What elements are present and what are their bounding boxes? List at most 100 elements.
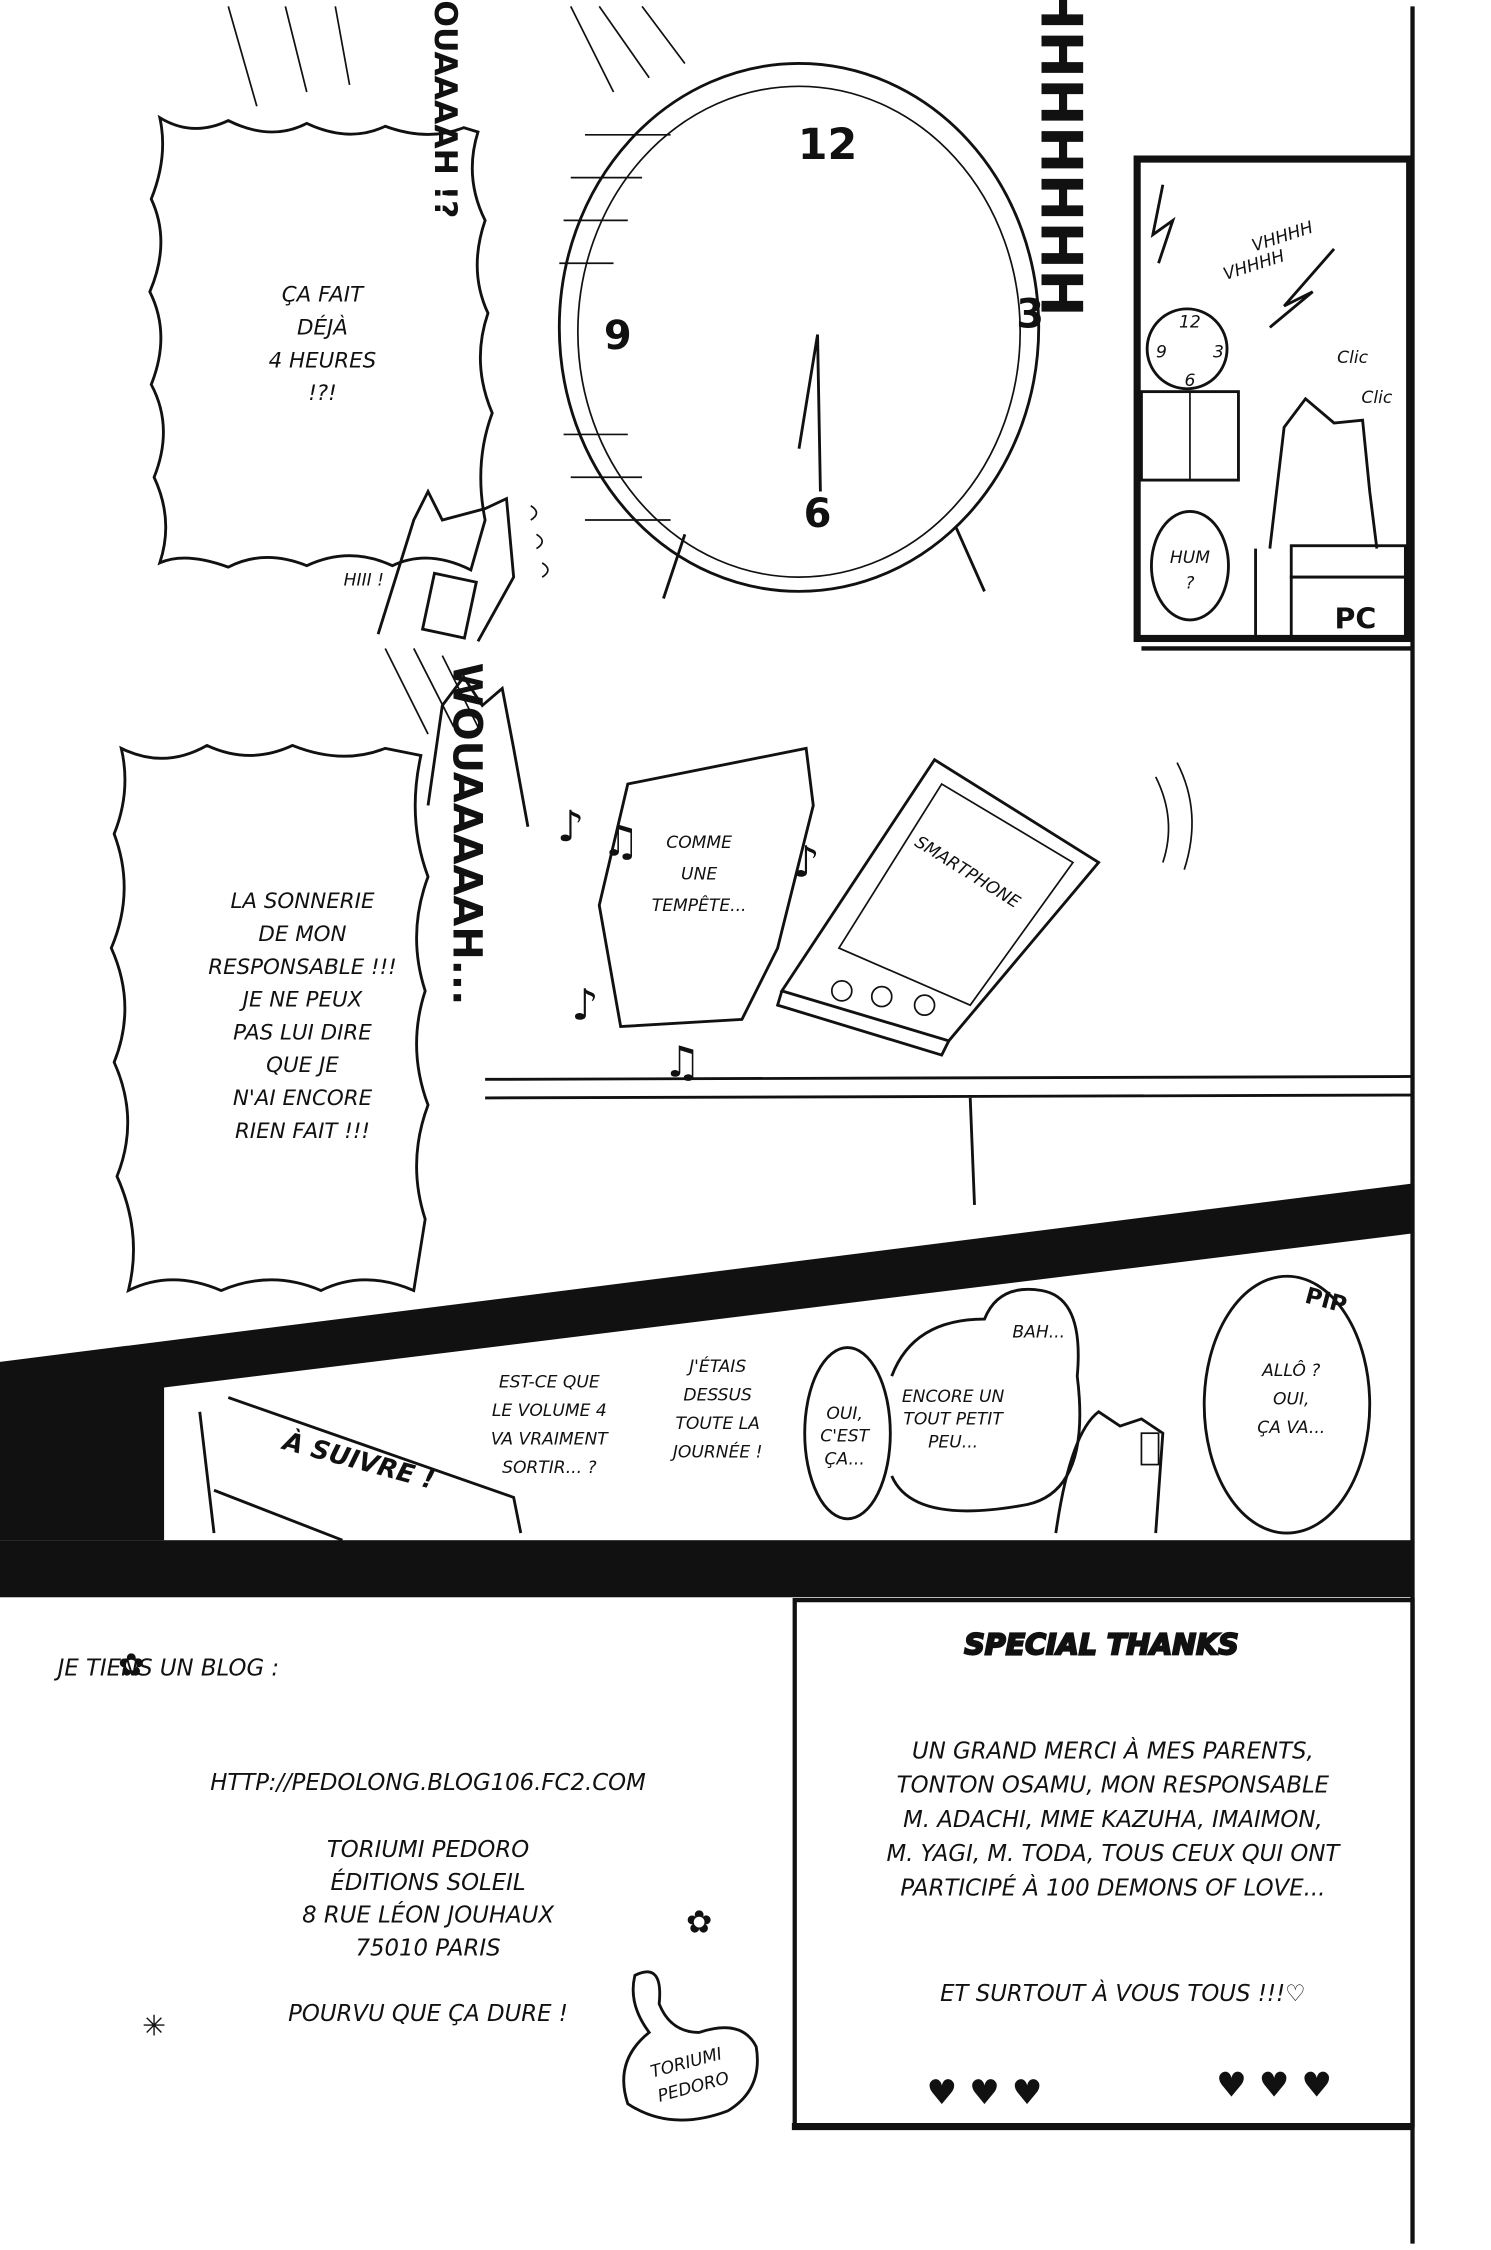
- bubble-encore: TOUT PETIT: [903, 1410, 1004, 1430]
- clock-motion-lines: [559, 133, 671, 521]
- ringtone-shape: [597, 746, 815, 1029]
- bubble-line: !?!: [308, 381, 337, 406]
- phone-button: [870, 985, 893, 1008]
- bubble-oui: OUI,: [826, 1404, 862, 1424]
- music-note-icon: ♪: [792, 838, 819, 888]
- flower-icon: ✿: [118, 1648, 144, 1684]
- ringtone-line: UNE: [681, 865, 717, 885]
- cat-character: [376, 488, 516, 643]
- author-signature: TORIUMI PEDORO: [622, 1970, 759, 2122]
- thanks-line: UN GRAND MERCI À MES PARENTS,: [912, 1736, 1314, 1764]
- bubble-oui: C'EST: [820, 1427, 870, 1447]
- address-line: 75010 PARIS: [355, 1935, 500, 1961]
- thought-line: SORTIR... ?: [502, 1458, 596, 1478]
- thought-line: EST-CE QUE: [499, 1373, 600, 1393]
- bubble-oui: ÇA...: [825, 1450, 865, 1470]
- phone-in-hand: [1140, 1432, 1160, 1466]
- cat-paper: [420, 571, 478, 640]
- bubble-line: DE MON: [258, 922, 346, 947]
- closing-text: POURVU QUE ÇA DURE !: [288, 2001, 568, 2027]
- music-note-icon: ♪: [571, 980, 598, 1030]
- cat-character: [426, 674, 530, 828]
- address-line: TORIUMI PEDORO: [327, 1837, 529, 1863]
- bird-doodle: [622, 1970, 759, 2122]
- panel-smartphone: LA SONNERIE DE MON RESPONSABLE !!! JE NE…: [109, 648, 1413, 1294]
- phone-button: [830, 980, 853, 1002]
- panel-gutter-band: [0, 1183, 1413, 1541]
- clock-face-inner: [576, 85, 1022, 578]
- speed-lines: [227, 5, 686, 107]
- sparkle-icon: ✳: [142, 2009, 166, 2042]
- phone-screen: [837, 782, 1075, 1007]
- mini-clock: [1145, 307, 1229, 391]
- bubble-line: LA SONNERIE: [230, 889, 374, 914]
- clock-face: [557, 62, 1041, 593]
- shock-speech-bubble: [148, 114, 494, 573]
- speed-lines: [384, 648, 479, 735]
- blog-url: HTTP://PEDOLONG.BLOG106.FC2.COM: [210, 1770, 646, 1796]
- bubble-line: N'AI ENCORE: [233, 1086, 373, 1111]
- thanks-line: M. YAGI, M. TODA, TOUS CEUX QUI ONT: [886, 1841, 1341, 1867]
- smartphone: SMARTPHONE: [775, 757, 1193, 1057]
- panel-gutter-band: [0, 1540, 1413, 1598]
- mini-clock-number: 3: [1213, 342, 1224, 362]
- bubble-line: JE NE PEUX: [239, 988, 364, 1013]
- bubble-line: 4 HEURES: [269, 348, 377, 373]
- sfx-scream: WOUAAAAAH...: [444, 663, 490, 1006]
- speech-bubble: [1202, 1274, 1372, 1535]
- pc-label: PC: [1335, 602, 1377, 635]
- hum-text: HUM: [1170, 548, 1210, 568]
- speech-bubble: [803, 1346, 892, 1521]
- thought-line: TOUTE LA: [675, 1414, 759, 1434]
- bubble-line: PAS LUI DIRE: [233, 1020, 372, 1045]
- thanks-line: PARTICIPÉ À 100 DEMONS OF LOVE...: [900, 1873, 1325, 1901]
- ringtone-line: TEMPÊTE...: [652, 894, 747, 916]
- bubble-allo: ÇA VA...: [1257, 1418, 1325, 1438]
- blog-intro: JE TIENS UN BLOG :: [54, 1656, 280, 1682]
- phone-edge: [775, 990, 951, 1057]
- sign-text: À SUIVRE !: [278, 1424, 438, 1496]
- bubble-line: ÇA FAIT: [282, 283, 365, 308]
- thanks-final: ET SURTOUT À VOUS TOUS !!!♡: [940, 1979, 1305, 2007]
- heart-doodles-icon: ♥ ♥ ♥: [1216, 2066, 1332, 2106]
- phone-label: SMARTPHONE: [911, 832, 1023, 913]
- table: [485, 1075, 1413, 1205]
- clock-hand-hour: [816, 334, 822, 492]
- bubble-encore: ENCORE UN: [902, 1387, 1005, 1407]
- thought-line: LE VOLUME 4: [492, 1401, 607, 1421]
- thought-line: J'ÉTAIS: [686, 1355, 746, 1377]
- address-line: ÉDITIONS SOLEIL: [330, 1868, 525, 1896]
- sfx-small: HIII !: [344, 571, 384, 591]
- sign-board: [198, 1396, 523, 1542]
- bubble-allo: OUI,: [1273, 1390, 1309, 1410]
- clock-number-3: 3: [1016, 291, 1044, 337]
- phone-button: [913, 994, 936, 1016]
- thought-line: JOURNÉE !: [670, 1440, 763, 1462]
- hum-text: ?: [1185, 574, 1194, 594]
- panel-clock: ÇA FAIT DÉJÀ 4 HEURES !?! WOUAAAAH !? HI…: [148, 0, 1414, 643]
- lightning-icon: [1150, 184, 1336, 329]
- sfx-vibrate: VHHHHHHH: [1028, 0, 1094, 317]
- inset-panel: VHHHH VHHHH 12 3 6 9 Clic Clic HUM ? PC: [1133, 155, 1414, 643]
- bubble-bah: BAH...: [1012, 1323, 1065, 1343]
- inset-cat: [1268, 396, 1379, 549]
- pc-tower: [1289, 575, 1407, 639]
- thought-line: VA VRAIMENT: [491, 1430, 609, 1450]
- shock-speech-bubble: [109, 743, 430, 1294]
- clock-number-9: 9: [604, 313, 632, 359]
- inset-frame: [1133, 155, 1414, 643]
- cat-on-phone: [1054, 1410, 1165, 1534]
- phone-body: [779, 757, 1101, 1043]
- mini-clock-number: 9: [1156, 342, 1167, 362]
- bubble-line: RIEN FAIT !!!: [235, 1119, 370, 1144]
- ringtone-line: COMME: [666, 833, 732, 853]
- sfx-clic: Clic: [1337, 348, 1368, 368]
- heart-doodles-icon: ♥ ♥ ♥: [927, 2073, 1043, 2113]
- mini-clock-number: 6: [1185, 371, 1196, 391]
- clock-hand-minute: [797, 334, 819, 449]
- bubble-line: RESPONSABLE !!!: [208, 955, 397, 980]
- clock-number-6: 6: [804, 491, 832, 537]
- bubble-line: DÉJÀ: [297, 315, 348, 341]
- bubble-allo: ALLÔ ?: [1261, 1359, 1320, 1381]
